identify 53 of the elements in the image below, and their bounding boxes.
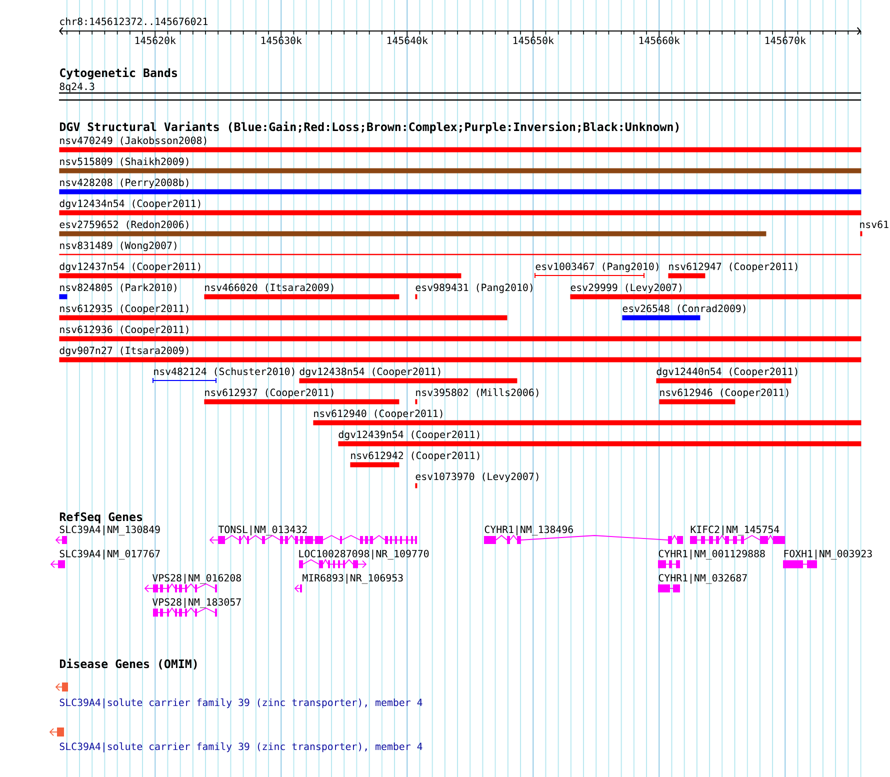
gene-label: SLC39A4|NM_130849 [60, 525, 160, 536]
track-title: Disease Genes (OMIM) [60, 658, 197, 670]
tick-label: 145630k [261, 36, 302, 44]
gene-label: CYHR1|NM_001129888 [658, 550, 765, 560]
variant-label: dgv12440n54 (Cooper2011) [656, 368, 798, 378]
gene-label: CYHR1|NM_032687 [658, 574, 747, 584]
variant-label: esv1003467 (Pang2010) [536, 262, 658, 272]
track-title: RefSeq Genes [60, 512, 142, 524]
variant-label: nsv466020 (Itsara2009) [205, 284, 334, 292]
gene-label: FOXH1|NM_003923 [784, 550, 872, 560]
variant-label: nsv482124 (Schuster2010) [154, 368, 294, 376]
variant-label: esv29999 (Levy2007) [570, 284, 682, 294]
variant-label: nsv831489 (Wong2007) [60, 242, 176, 252]
disease-gene-label: SLC39A4|solute carrier family 39 (zinc transporter), member 4 [60, 698, 422, 708]
variant-label: dgv12434n54 (Cooper2011) [60, 200, 200, 210]
variant-label: nsv612936 (Cooper2011) [60, 326, 188, 336]
variant-label: nsv428208 (Perry2008b) [60, 178, 188, 188]
variant-label: nsv612946 (Cooper2011) [660, 388, 788, 398]
gene-label: VPS28|NM_183057 [152, 598, 241, 608]
gene-label: CYHR1|NM_138496 [484, 525, 573, 536]
variant-label: dgv907n27 (Itsara2009) [60, 346, 188, 356]
variant-label: nsv612937 (Cooper2011) [205, 388, 334, 398]
tick-label: 145640k [387, 36, 428, 44]
variant-label: nsv612935 (Cooper2011) [60, 304, 188, 314]
track-title: DGV Structural Variants (Blue:Gain;Red:Loss;Brown:Complex;Purple:Inversion;Black:Unknown) [60, 122, 679, 134]
disease-gene-label: SLC39A4|solute carrier family 39 (zinc transporter), member 4 [60, 742, 422, 752]
variant-label: nsv395802 (Mills2006) [416, 388, 538, 398]
variant-label: nsv824805 (Park2010) [60, 284, 176, 292]
region-title: chr8:145612372..145676021 [60, 18, 208, 26]
variant-label: esv2759652 (Redon2006) [60, 220, 188, 230]
variant-label: nsv612947 (Cooper2011) [669, 262, 798, 272]
tick-label: 145670k [765, 36, 806, 44]
variant-label: nsv612940 (Cooper2011) [314, 410, 442, 420]
variant-label: dgv12439n54 (Cooper2011) [338, 430, 480, 440]
gene-label: VPS28|NM_016208 [152, 574, 241, 584]
tick-label: 145650k [513, 36, 554, 44]
gene-label: SLC39A4|NM_017767 [60, 550, 160, 560]
variant-label: nsv470249 (Jakobsson2008) [60, 136, 206, 146]
variant-label: nsv612942 (Cooper2011) [351, 452, 480, 462]
gene-label: LOC100287098|NR_109770 [299, 550, 429, 560]
variant-label: nsv515809 (Shaikh2009) [60, 158, 188, 166]
tick-label: 145620k [135, 36, 176, 44]
variant-label: nsv61 [860, 220, 888, 228]
tick-label: 145660k [639, 36, 680, 44]
variant-label: dgv12437n54 (Cooper2011) [60, 262, 200, 272]
gene-label: MIR6893|NR_106953 [302, 574, 403, 584]
band-label: 8q24.3 [60, 82, 94, 92]
variant-label: dgv12438n54 (Cooper2011) [300, 368, 440, 378]
variant-label: esv989431 (Pang2010) [416, 284, 532, 294]
variant-label: esv1073970 (Levy2007) [416, 472, 538, 482]
variant-label: esv26548 (Conrad2009) [622, 304, 746, 314]
gene-label: TONSL|NM_013432 [218, 525, 307, 536]
gene-label: KIFC2|NM_145754 [690, 525, 780, 536]
